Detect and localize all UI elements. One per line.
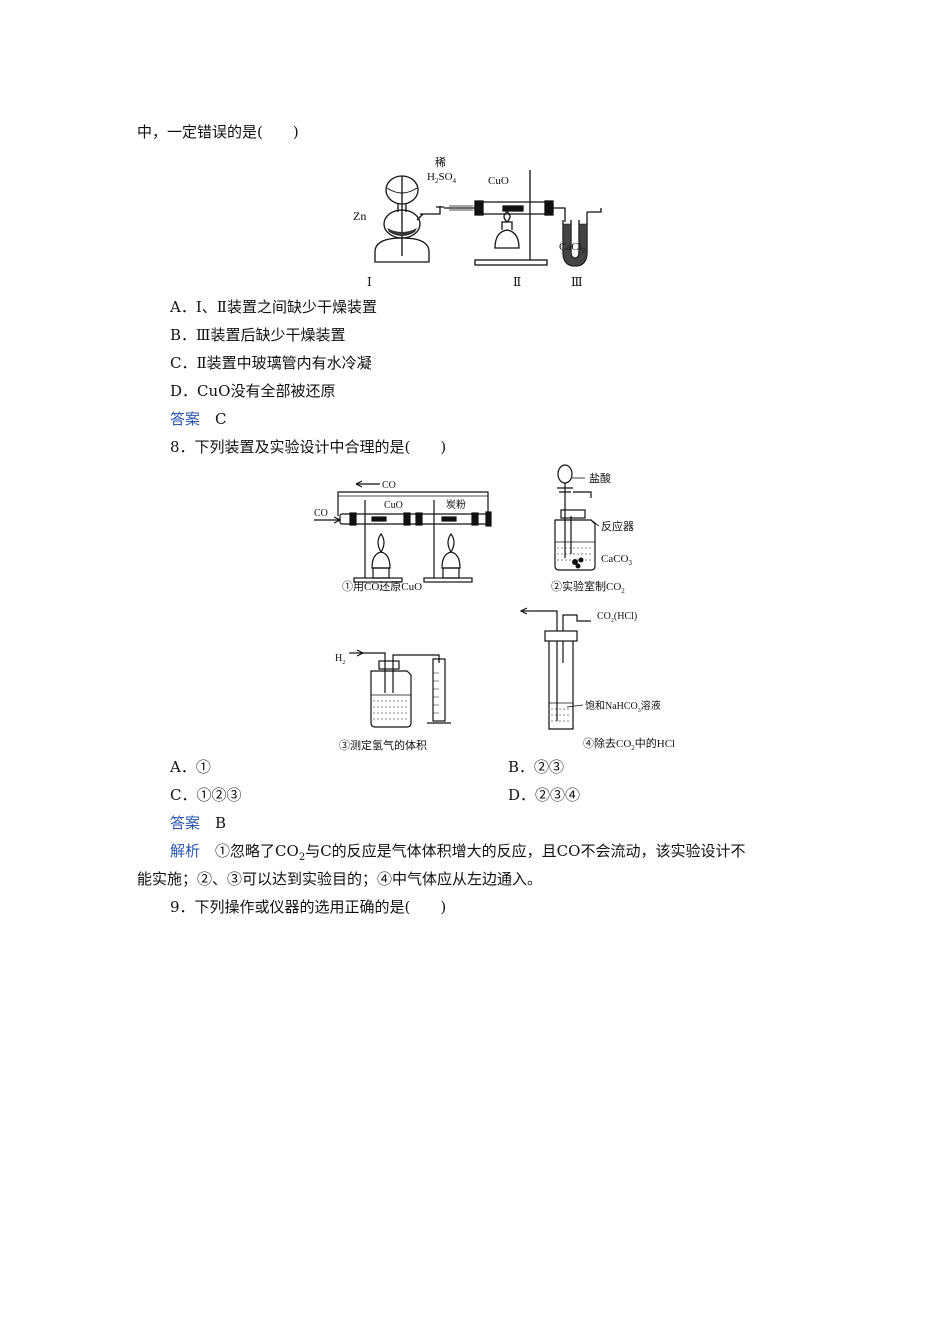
- label-h2so4: H2SO4: [427, 171, 457, 185]
- q7-apparatus-figure: 稀 H2SO4 Zn CuO CaCl2 Ⅰ Ⅱ Ⅲ: [353, 156, 602, 289]
- fig1-arrow-left: CO: [314, 508, 328, 519]
- label-cacl2: CaCl2: [559, 241, 586, 255]
- fig1-label-carbon: 炭粉: [446, 498, 466, 511]
- roman-3: Ⅲ: [571, 275, 583, 289]
- q8-answer: 答案 B: [170, 813, 226, 833]
- fig3-label-h2: H2: [335, 653, 345, 666]
- fig1-label-cuo: CuO: [384, 500, 403, 511]
- q8-option-b: B．②③: [508, 758, 565, 776]
- fig2-label-hcl: 盐酸: [589, 471, 611, 485]
- q8-option-c: C．①②③: [170, 786, 242, 804]
- label-dilute: 稀: [435, 156, 446, 169]
- answer-value: C: [215, 410, 227, 428]
- label-zn: Zn: [353, 209, 366, 223]
- fig1-arrow-top: CO: [382, 480, 396, 491]
- q8-figure-1: CO CO CuO 炭粉 ①用CO还原CuO: [314, 480, 492, 593]
- q7-answer: 答案 C: [170, 409, 227, 429]
- fig1-caption: ①用CO还原CuO: [342, 580, 422, 593]
- q8-figure-2: 盐酸 反应器 CaCO3 ②实验室制CO2: [551, 464, 634, 593]
- fig2-label-caco3: CaCO3: [601, 553, 633, 567]
- fig4-label-co2: CO2(HCl): [597, 611, 637, 624]
- q8-option-a: A．①: [170, 758, 211, 776]
- q7-option-c: C．Ⅱ装置中玻璃管内有水冷凝: [170, 354, 372, 372]
- analysis-label: 解析: [170, 842, 201, 860]
- answer-label: 答案: [170, 410, 201, 428]
- q8-figure-4: CO2(HCl) 饱和NaHCO3溶液 ④除去CO2中的HCl: [519, 607, 675, 752]
- q7-intro: 中，一定错误的是( ): [137, 123, 299, 141]
- answer-value: B: [215, 814, 227, 832]
- roman-1: Ⅰ: [367, 275, 372, 289]
- label-cuo: CuO: [488, 175, 509, 187]
- fig2-caption: ②实验室制CO2: [551, 579, 625, 593]
- q8-option-d: D．②③④: [508, 786, 581, 804]
- q7-option-b: B．Ⅲ装置后缺少干燥装置: [170, 326, 346, 344]
- q9-stem: 9．下列操作或仪器的选用正确的是( ): [170, 898, 447, 916]
- answer-label: 答案: [170, 814, 201, 832]
- q7-option-a: A．Ⅰ、Ⅱ装置之间缺少干燥装置: [170, 298, 377, 316]
- q8-analysis-line2: 能实施；②、③可以达到实验目的；④中气体应从左边通入。: [137, 870, 543, 888]
- q8-stem: 8．下列装置及实验设计中合理的是( ): [170, 438, 447, 456]
- fig4-label-nahco3: 饱和NaHCO3溶液: [585, 699, 661, 714]
- roman-2: Ⅱ: [513, 275, 521, 289]
- q8-analysis-line1: 解析 ①忽略了CO2与C的反应是气体体积增大的反应，且CO不会流动，该实验设计不: [170, 842, 746, 863]
- q8-figure-3: H2 ③测定氢气的体积: [335, 649, 451, 752]
- q7-option-d: D．CuO没有全部被还原: [170, 382, 336, 400]
- fig3-caption: ③测定氢气的体积: [339, 738, 427, 752]
- fig2-label-reactor: 反应器: [601, 519, 634, 533]
- fig4-caption: ④除去CO2中的HCl: [583, 736, 675, 752]
